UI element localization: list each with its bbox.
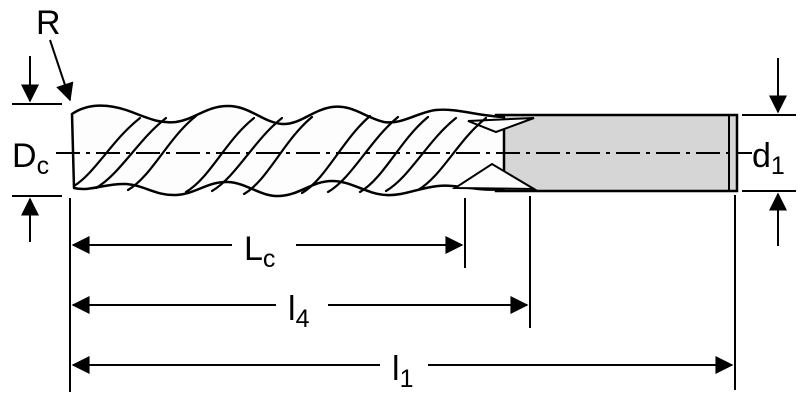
l1-label: l1	[392, 350, 413, 393]
label-background	[232, 224, 296, 268]
helix-line	[126, 114, 198, 192]
corner-radius-leader-line	[49, 39, 74, 102]
label-subscript: 1	[400, 365, 414, 393]
label-base: l	[288, 290, 296, 328]
shank-diameter-dimension	[742, 58, 796, 246]
label-background	[276, 284, 328, 326]
flute-runout-wedges	[451, 117, 538, 191]
helix-line	[300, 114, 372, 195]
flute-runout-bottom	[451, 162, 538, 191]
helix-line	[210, 116, 284, 193]
label-subscript: 4	[296, 305, 310, 333]
label-base: L	[244, 230, 263, 268]
label-base: D	[12, 137, 37, 175]
length-extension-lines	[69, 195, 736, 392]
cutting-diameter-dimension	[12, 56, 62, 242]
helix-line	[72, 116, 142, 188]
label-base: d	[752, 137, 771, 175]
helix-line	[358, 115, 430, 194]
helix-line	[416, 116, 488, 192]
flute-runout-top	[467, 117, 535, 134]
flute-length-label: Lc	[244, 230, 275, 273]
flute-helix-lines	[72, 114, 488, 196]
helix-line	[94, 116, 168, 190]
helix-line	[384, 116, 458, 193]
corner-radius-label: R	[36, 4, 61, 42]
label-base: l	[392, 350, 400, 388]
label-subscript: 1	[771, 152, 785, 180]
helix-line	[326, 115, 400, 194]
shank-diameter-label: d1	[752, 137, 785, 180]
l4-label: l4	[288, 290, 310, 333]
cutting-diameter-label: Dc	[12, 137, 49, 180]
label-subscript: c	[263, 245, 276, 273]
helix-line	[184, 116, 256, 194]
label-background	[380, 344, 428, 386]
label-subscript: c	[37, 152, 50, 180]
helix-line	[242, 115, 314, 196]
